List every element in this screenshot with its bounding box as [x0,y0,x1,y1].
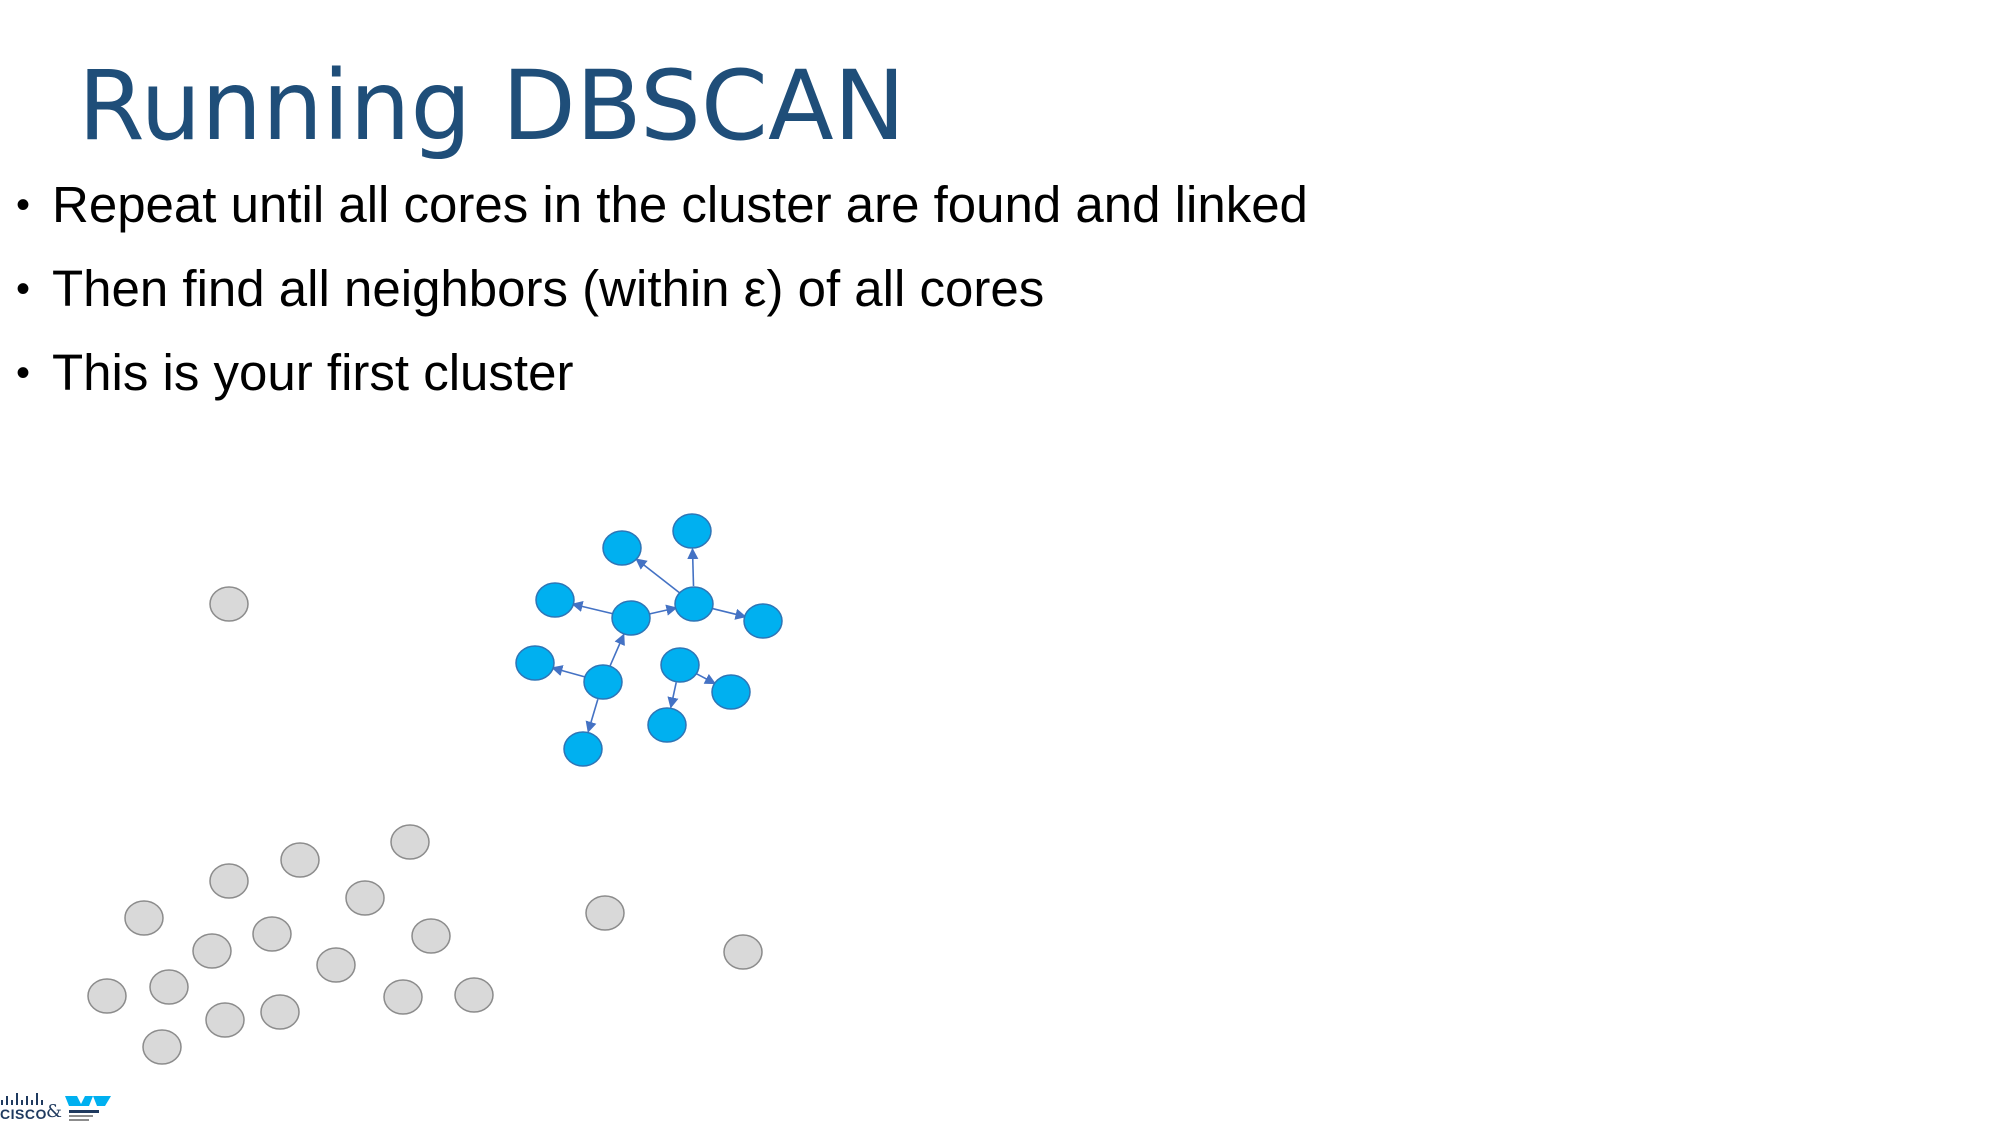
cluster-points [515,513,783,767]
cluster-link-arrow [648,604,678,616]
cluster-links [551,547,747,733]
slide-title: Running DBSCAN [78,50,906,162]
cluster-point [647,707,687,743]
noise-point [87,978,127,1014]
noise-point [124,900,164,936]
noise-point [383,979,423,1015]
noise-point [454,977,494,1013]
cluster-link-arrow [585,699,599,733]
bullet-list: • Repeat until all cores in the cluster … [14,170,1308,422]
bullet-item: • This is your first cluster [14,338,1308,422]
noise-point [345,880,385,916]
cluster-point [515,645,555,681]
cluster-point [672,513,712,549]
cluster-point [743,603,783,639]
noise-point [390,824,430,860]
noise-point [316,947,356,983]
cluster-point [583,664,623,700]
bullet-text: Then find all neighbors (within ε) of al… [52,260,1045,317]
noise-point [585,895,625,931]
noise-point [209,863,249,899]
cluster-point [602,530,642,566]
cluster-link-arrow [687,547,699,587]
footer-logo: CISCO & [0,1092,115,1124]
cluster-link-arrow [695,672,717,685]
cluster-link-arrow [571,601,614,615]
noise-point [280,842,320,878]
noise-point [142,1029,182,1065]
bullet-item: • Then find all neighbors (within ε) of … [14,254,1308,338]
noise-point [252,916,292,952]
noise-point [209,586,249,622]
noise-point [149,969,189,1005]
bullet-text: Repeat until all cores in the cluster ar… [52,176,1308,233]
cluster-point [674,586,714,622]
cluster-point [711,674,751,710]
cisco-bars-icon [1,1093,43,1105]
noise-point [411,918,451,954]
bullet-text: This is your first cluster [52,344,574,401]
noise-point [723,934,763,970]
bullet-item: • Repeat until all cores in the cluster … [14,170,1308,254]
cisco-logo-text: CISCO [0,1106,47,1122]
cluster-link-arrow [609,633,625,666]
cluster-link-arrow [635,558,681,594]
logo-separator: & [46,1101,63,1122]
bullet-dot-icon: • [16,267,31,311]
noise-points [87,586,763,1065]
cluster-point [563,731,603,767]
noise-point [205,1002,245,1038]
cluster-link-arrow [551,665,586,678]
imt-logo-icon [65,1096,111,1121]
bullet-dot-icon: • [16,351,31,395]
cluster-link-arrow [667,682,679,709]
noise-point [260,994,300,1030]
cluster-link-arrow [711,607,747,620]
cluster-point [535,582,575,618]
bullet-dot-icon: • [16,183,31,227]
cluster-point [611,600,651,636]
cluster-point [660,647,700,683]
noise-point [192,933,232,969]
